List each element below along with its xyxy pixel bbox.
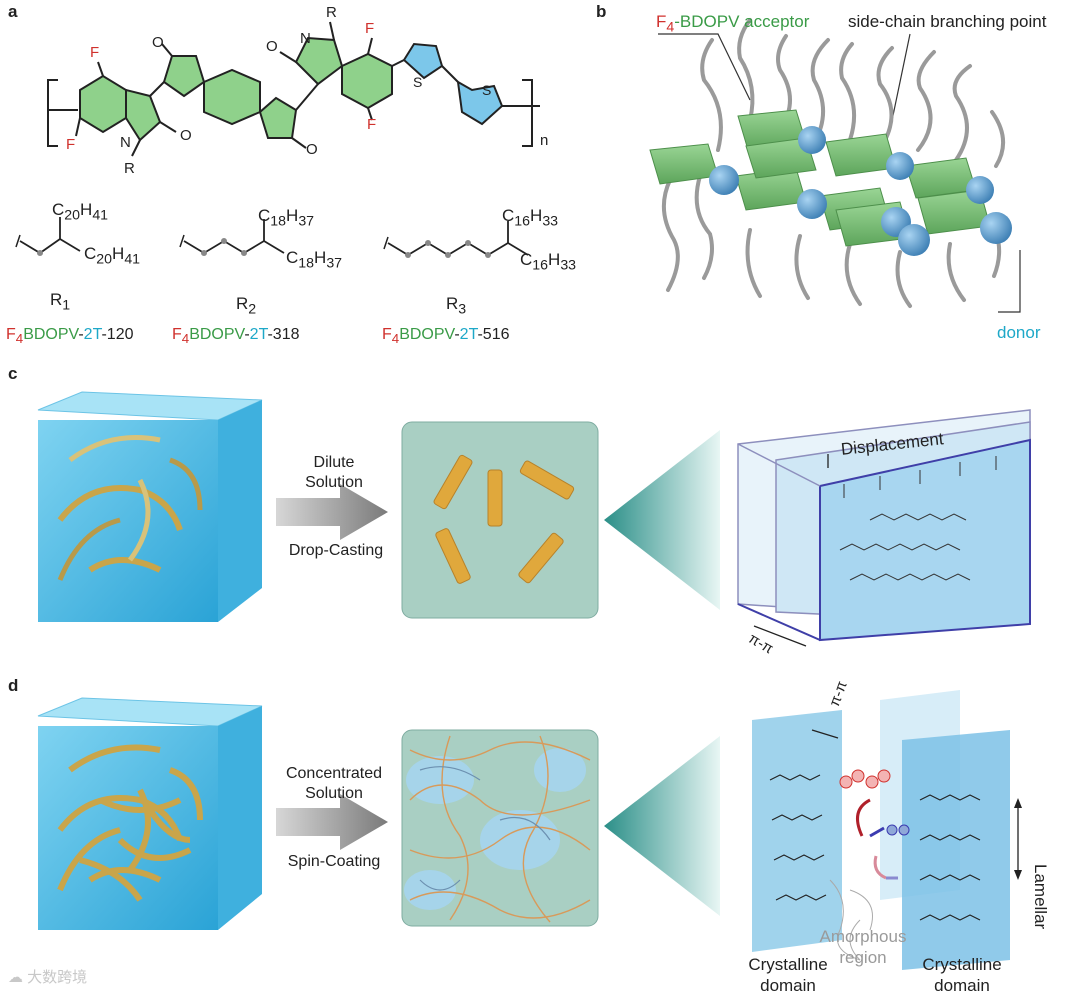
concentrated-arrow: [276, 794, 388, 850]
atom-n-subscript: n: [540, 132, 549, 149]
crystal-slab: [737, 409, 1031, 647]
panel-label-b: b: [596, 2, 607, 21]
side-chain-drawings: [15, 217, 529, 258]
central-benzene-ring: [203, 68, 261, 126]
left-bracket: [47, 79, 58, 147]
watermark-icon: ☁: [8, 969, 28, 986]
r1-label: R1: [50, 290, 71, 314]
left-lactam-ring: [125, 88, 162, 142]
lamellar-label: Lamellar: [1031, 864, 1050, 930]
r3-label: R3: [446, 294, 467, 318]
r1-lower-formula: C20H41: [84, 244, 141, 268]
polymer-name-516: F4BDOPV-2T-516: [382, 326, 510, 347]
polymer-name-318: F4BDOPV-2T-318: [172, 326, 300, 347]
thiophene-ring-1: [402, 42, 444, 80]
dilute-label-1: Dilute: [313, 454, 355, 471]
panel-label-a: a: [8, 2, 18, 21]
atom-s-1: S: [413, 74, 423, 90]
right-bracket: [522, 79, 533, 147]
solution-cube-dilute: [37, 391, 263, 622]
r2-lower-formula: C18H37: [286, 248, 343, 272]
r2-upper-formula: C18H37: [258, 206, 315, 230]
chain-r2: [179, 219, 285, 256]
r2-label: R2: [236, 294, 257, 318]
atom-o-3: O: [306, 141, 318, 158]
r3-upper-formula: C16H33: [502, 206, 559, 230]
central-furanone-ring-2: [258, 96, 298, 139]
right-benzene-ring: [341, 52, 393, 110]
spin-coating-label: Spin-Coating: [287, 853, 381, 870]
atom-o-1: O: [152, 34, 164, 51]
atom-r-2: R: [326, 4, 337, 21]
atom-o-2: O: [180, 127, 192, 144]
dilute-label-2: Solution: [305, 474, 363, 491]
right-lactam-ring: [294, 36, 344, 86]
panel-label-c: c: [8, 364, 18, 383]
polymer-structure: [47, 21, 540, 157]
atom-n-1: N: [120, 134, 131, 151]
zoom-cone-c: [604, 430, 720, 610]
acceptor-label: F4-BDOPV acceptor: [656, 12, 810, 36]
panel-d-graphic: [37, 690, 1022, 970]
r1-upper-formula: C20H41: [52, 200, 109, 224]
central-furanone-ring-1: [162, 55, 206, 98]
atom-f-4: F: [367, 116, 377, 133]
donor-label: donor: [997, 323, 1041, 342]
atom-o-4: O: [266, 38, 278, 55]
branching-point-label: side-chain branching point: [848, 12, 1047, 31]
r3-lower-formula: C16H33: [520, 250, 577, 274]
atom-r-1: R: [124, 160, 135, 177]
atom-f-1: F: [90, 44, 100, 61]
concentrated-film: [401, 729, 599, 927]
panel-label-d: d: [8, 676, 19, 695]
concentrated-label-2: Solution: [305, 785, 363, 802]
left-benzene-ring: [79, 74, 127, 134]
panel-c-graphic: [37, 391, 1031, 647]
thiophene-ring-2: [456, 80, 504, 126]
packing-model: [649, 18, 1021, 313]
zoom-cone-d: [604, 736, 720, 916]
polymer-name-120: F4BDOPV-2T-120: [6, 326, 134, 347]
chain-r1: [15, 217, 81, 256]
drop-casting-label: Drop-Casting: [288, 542, 384, 559]
donor-spheres: [709, 126, 1012, 256]
dilute-film: [401, 421, 599, 619]
solution-cube-concentrated: [37, 697, 263, 930]
domain-diagram: [752, 690, 1022, 970]
chain-r3: [383, 221, 529, 258]
watermark: ☁ 大数跨境: [8, 969, 88, 986]
acceptor-blocks: [649, 109, 991, 247]
atom-s-2: S: [482, 82, 492, 98]
atom-f-2: F: [66, 136, 76, 153]
atom-n-2: N: [300, 30, 311, 47]
atom-f-3: F: [365, 20, 375, 37]
dilute-arrow: [276, 484, 388, 540]
concentrated-label-1: Concentrated: [285, 765, 383, 782]
